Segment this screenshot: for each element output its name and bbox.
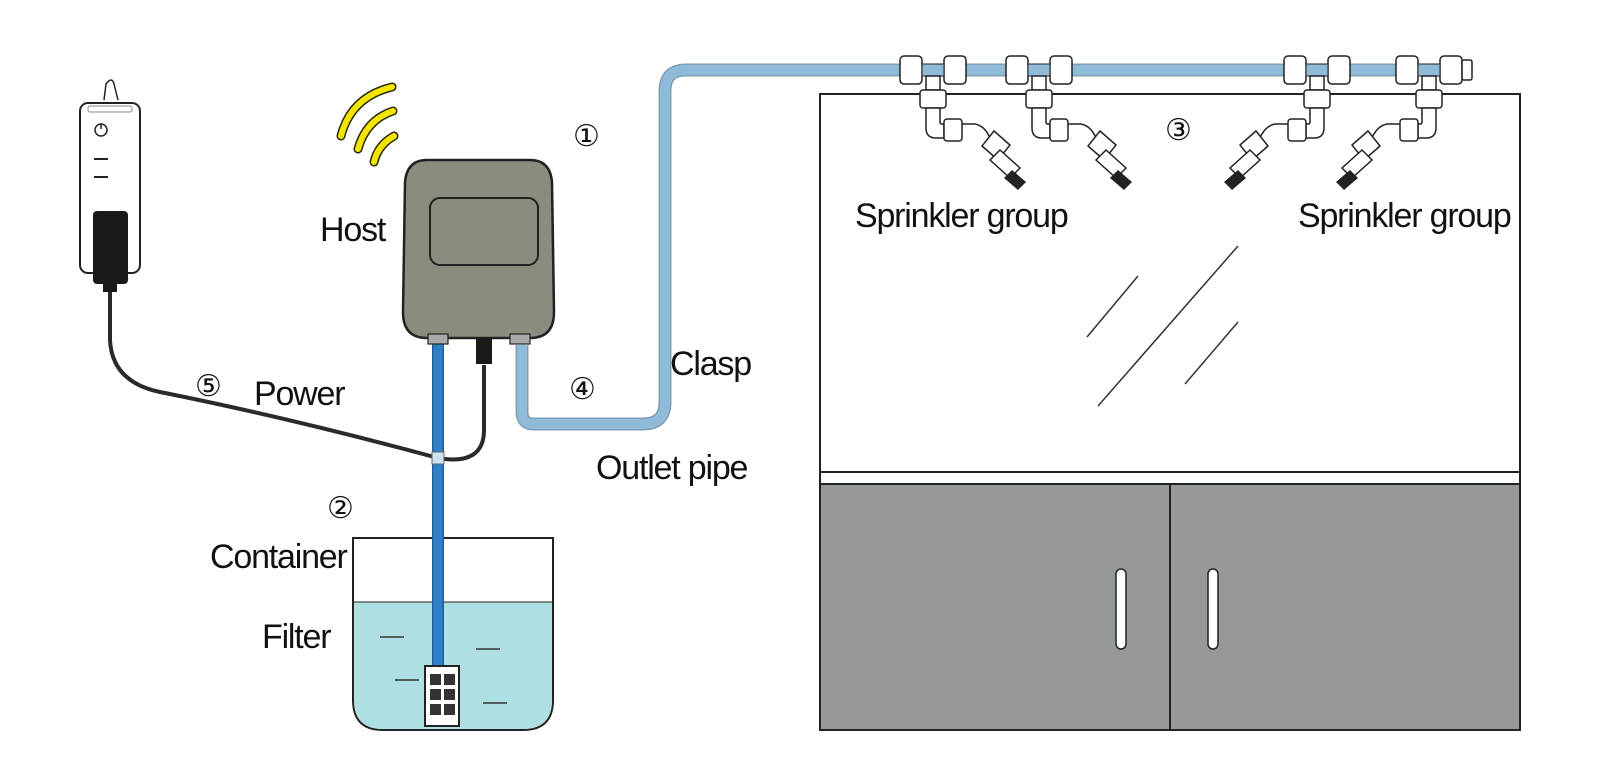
label-filter: Filter — [262, 618, 331, 656]
cable-clip — [431, 451, 445, 465]
marker-3: ③ — [1165, 113, 1192, 148]
terrarium-tank — [819, 93, 1521, 485]
label-clasp: Clasp — [670, 345, 751, 383]
cabinet-handle-right — [1207, 568, 1219, 650]
label-sprinkler-group-right: Sprinkler group — [1298, 197, 1511, 235]
label-host: Host — [320, 211, 387, 249]
host-pump — [401, 158, 556, 364]
cabinet — [819, 483, 1521, 731]
filter — [424, 665, 460, 727]
power-adapter — [79, 79, 141, 292]
marker-5: ⑤ — [195, 369, 222, 404]
marker-1: ① — [573, 119, 600, 154]
label-sprinkler-group-left: Sprinkler group — [855, 197, 1068, 235]
cabinet-handle-left — [1115, 568, 1127, 650]
label-container: Container — [210, 538, 347, 576]
glass-reflection-lines — [1086, 245, 1239, 407]
label-power: Power — [254, 375, 345, 413]
sprinkler-group-left — [899, 55, 1132, 190]
power-plug-icon — [94, 123, 108, 137]
power-cable — [108, 290, 486, 462]
marker-4: ④ — [569, 372, 596, 407]
label-outlet-pipe: Outlet pipe — [596, 449, 748, 487]
sprinkler-group-right — [1224, 55, 1473, 190]
marker-2: ② — [327, 491, 354, 526]
